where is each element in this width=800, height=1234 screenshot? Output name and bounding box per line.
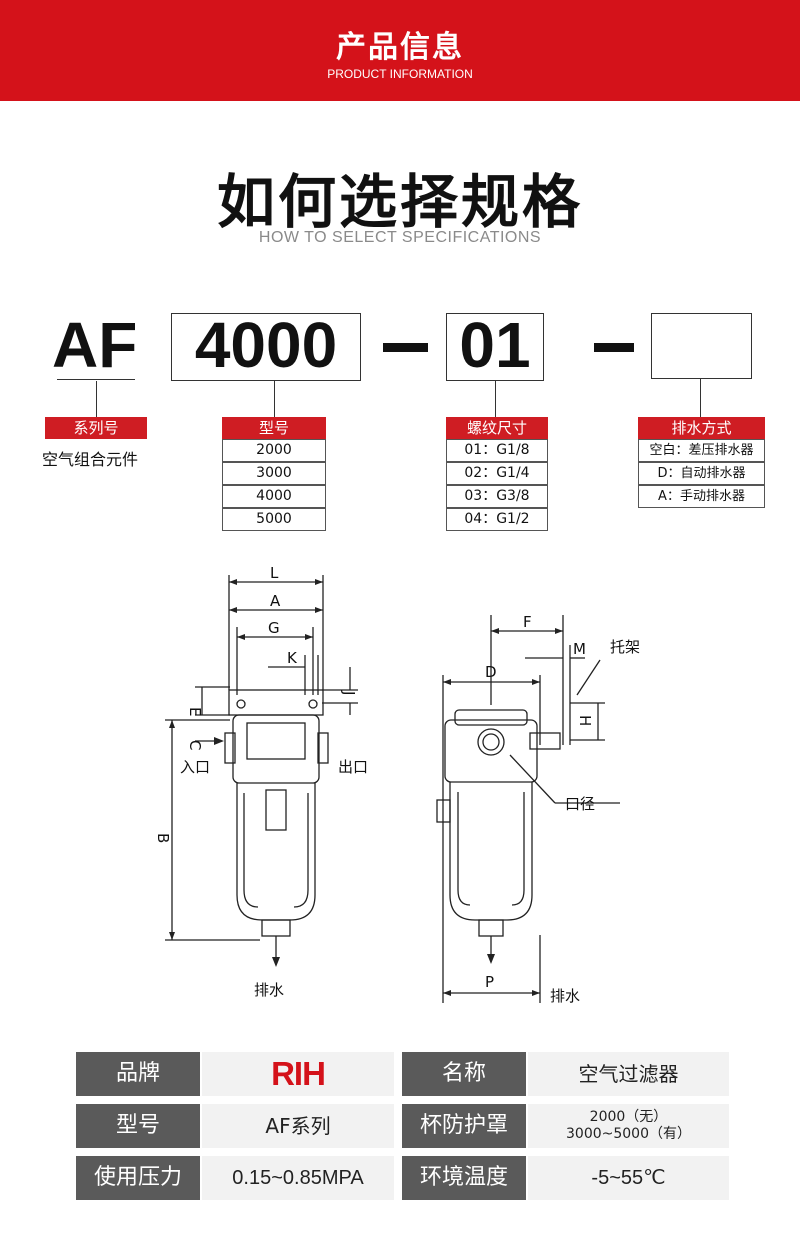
code-dash-1: [383, 343, 428, 352]
header-title: 产品信息: [336, 30, 464, 65]
thread-option: 01：G1/8: [446, 439, 548, 462]
dim-L: L: [270, 564, 279, 582]
series-description: 空气组合元件: [42, 450, 139, 469]
dimension-drawing: L A G K J E C B 入口 出口 排水 F M 托架 D H 口径 P…: [154, 564, 640, 1005]
header-subtitle: PRODUCT INFORMATION: [327, 67, 473, 81]
dim-D: D: [485, 663, 497, 681]
connector-thread: [495, 381, 496, 417]
connector-model: [274, 381, 275, 417]
drain-label-left: 排水: [254, 981, 284, 999]
dim-G: G: [268, 619, 280, 637]
outlet-label: 出口: [338, 758, 368, 776]
thread-option: 04：G1/2: [446, 508, 548, 531]
series-label: 系列号: [45, 417, 147, 439]
dim-P: P: [485, 973, 494, 991]
spec-key-model: 型号: [76, 1104, 200, 1148]
cover-line-1: 2000（无）: [589, 1109, 668, 1125]
connector-drain: [700, 379, 701, 417]
spec-key-cover: 杯防护罩: [402, 1104, 526, 1148]
model-box: [171, 313, 361, 381]
model-label: 型号: [222, 417, 326, 439]
header-band: [0, 0, 800, 101]
section-subtitle: HOW TO SELECT SPECIFICATIONS: [258, 229, 542, 246]
dim-F: F: [523, 613, 532, 631]
cover-line-2: 3000~5000（有）: [566, 1126, 691, 1142]
code-model: 4000: [194, 309, 338, 381]
thread-box: [446, 313, 544, 381]
model-option: 3000: [222, 462, 326, 485]
spec-key-temperature: 环境温度: [402, 1156, 526, 1200]
bracket-label: 托架: [610, 638, 640, 656]
spec-value-name: 空气过滤器: [528, 1052, 729, 1096]
spec-key-name: 名称: [402, 1052, 526, 1096]
drain-option: D：自动排水器: [638, 462, 765, 485]
dim-B: B: [154, 833, 172, 843]
dim-C: C: [186, 740, 204, 750]
drain-option: 空白：差压排水器: [638, 439, 765, 462]
connector-series: [96, 381, 97, 417]
brand-logo: RIH: [271, 1055, 326, 1092]
model-option: 5000: [222, 508, 326, 531]
code-prefix: AF: [52, 309, 138, 381]
section-title: 如何选择规格: [216, 168, 583, 236]
code-dash-2: [594, 343, 634, 352]
spec-value-brand: RIH: [202, 1052, 394, 1096]
thread-label: 螺纹尺寸: [446, 417, 548, 439]
thread-option: 03：G3/8: [446, 485, 548, 508]
spec-value-temperature: -5~55℃: [528, 1156, 729, 1200]
dim-E: E: [186, 707, 204, 716]
port-label: 口径: [565, 795, 595, 813]
spec-key-brand: 品牌: [76, 1052, 200, 1096]
model-option: 4000: [222, 485, 326, 508]
dim-H: H: [576, 715, 594, 726]
drain-label: 排水方式: [638, 417, 765, 439]
spec-value-cover: 2000（无） 3000~5000（有）: [528, 1104, 729, 1148]
dim-M: M: [573, 640, 586, 658]
dim-J: J: [340, 690, 358, 695]
spec-key-pressure: 使用压力: [76, 1156, 200, 1200]
inlet-label: 入口: [180, 758, 210, 776]
model-option: 2000: [222, 439, 326, 462]
prefix-underline: [57, 379, 135, 380]
dim-K: K: [287, 649, 298, 667]
drain-box: [651, 313, 752, 379]
code-thread: 01: [459, 309, 531, 381]
spec-value-pressure: 0.15~0.85MPA: [202, 1156, 394, 1200]
drain-label-right: 排水: [550, 987, 580, 1005]
dim-A: A: [270, 592, 281, 610]
spec-value-model: AF系列: [202, 1104, 394, 1148]
thread-option: 02：G1/4: [446, 462, 548, 485]
drain-option: A：手动排水器: [638, 485, 765, 508]
